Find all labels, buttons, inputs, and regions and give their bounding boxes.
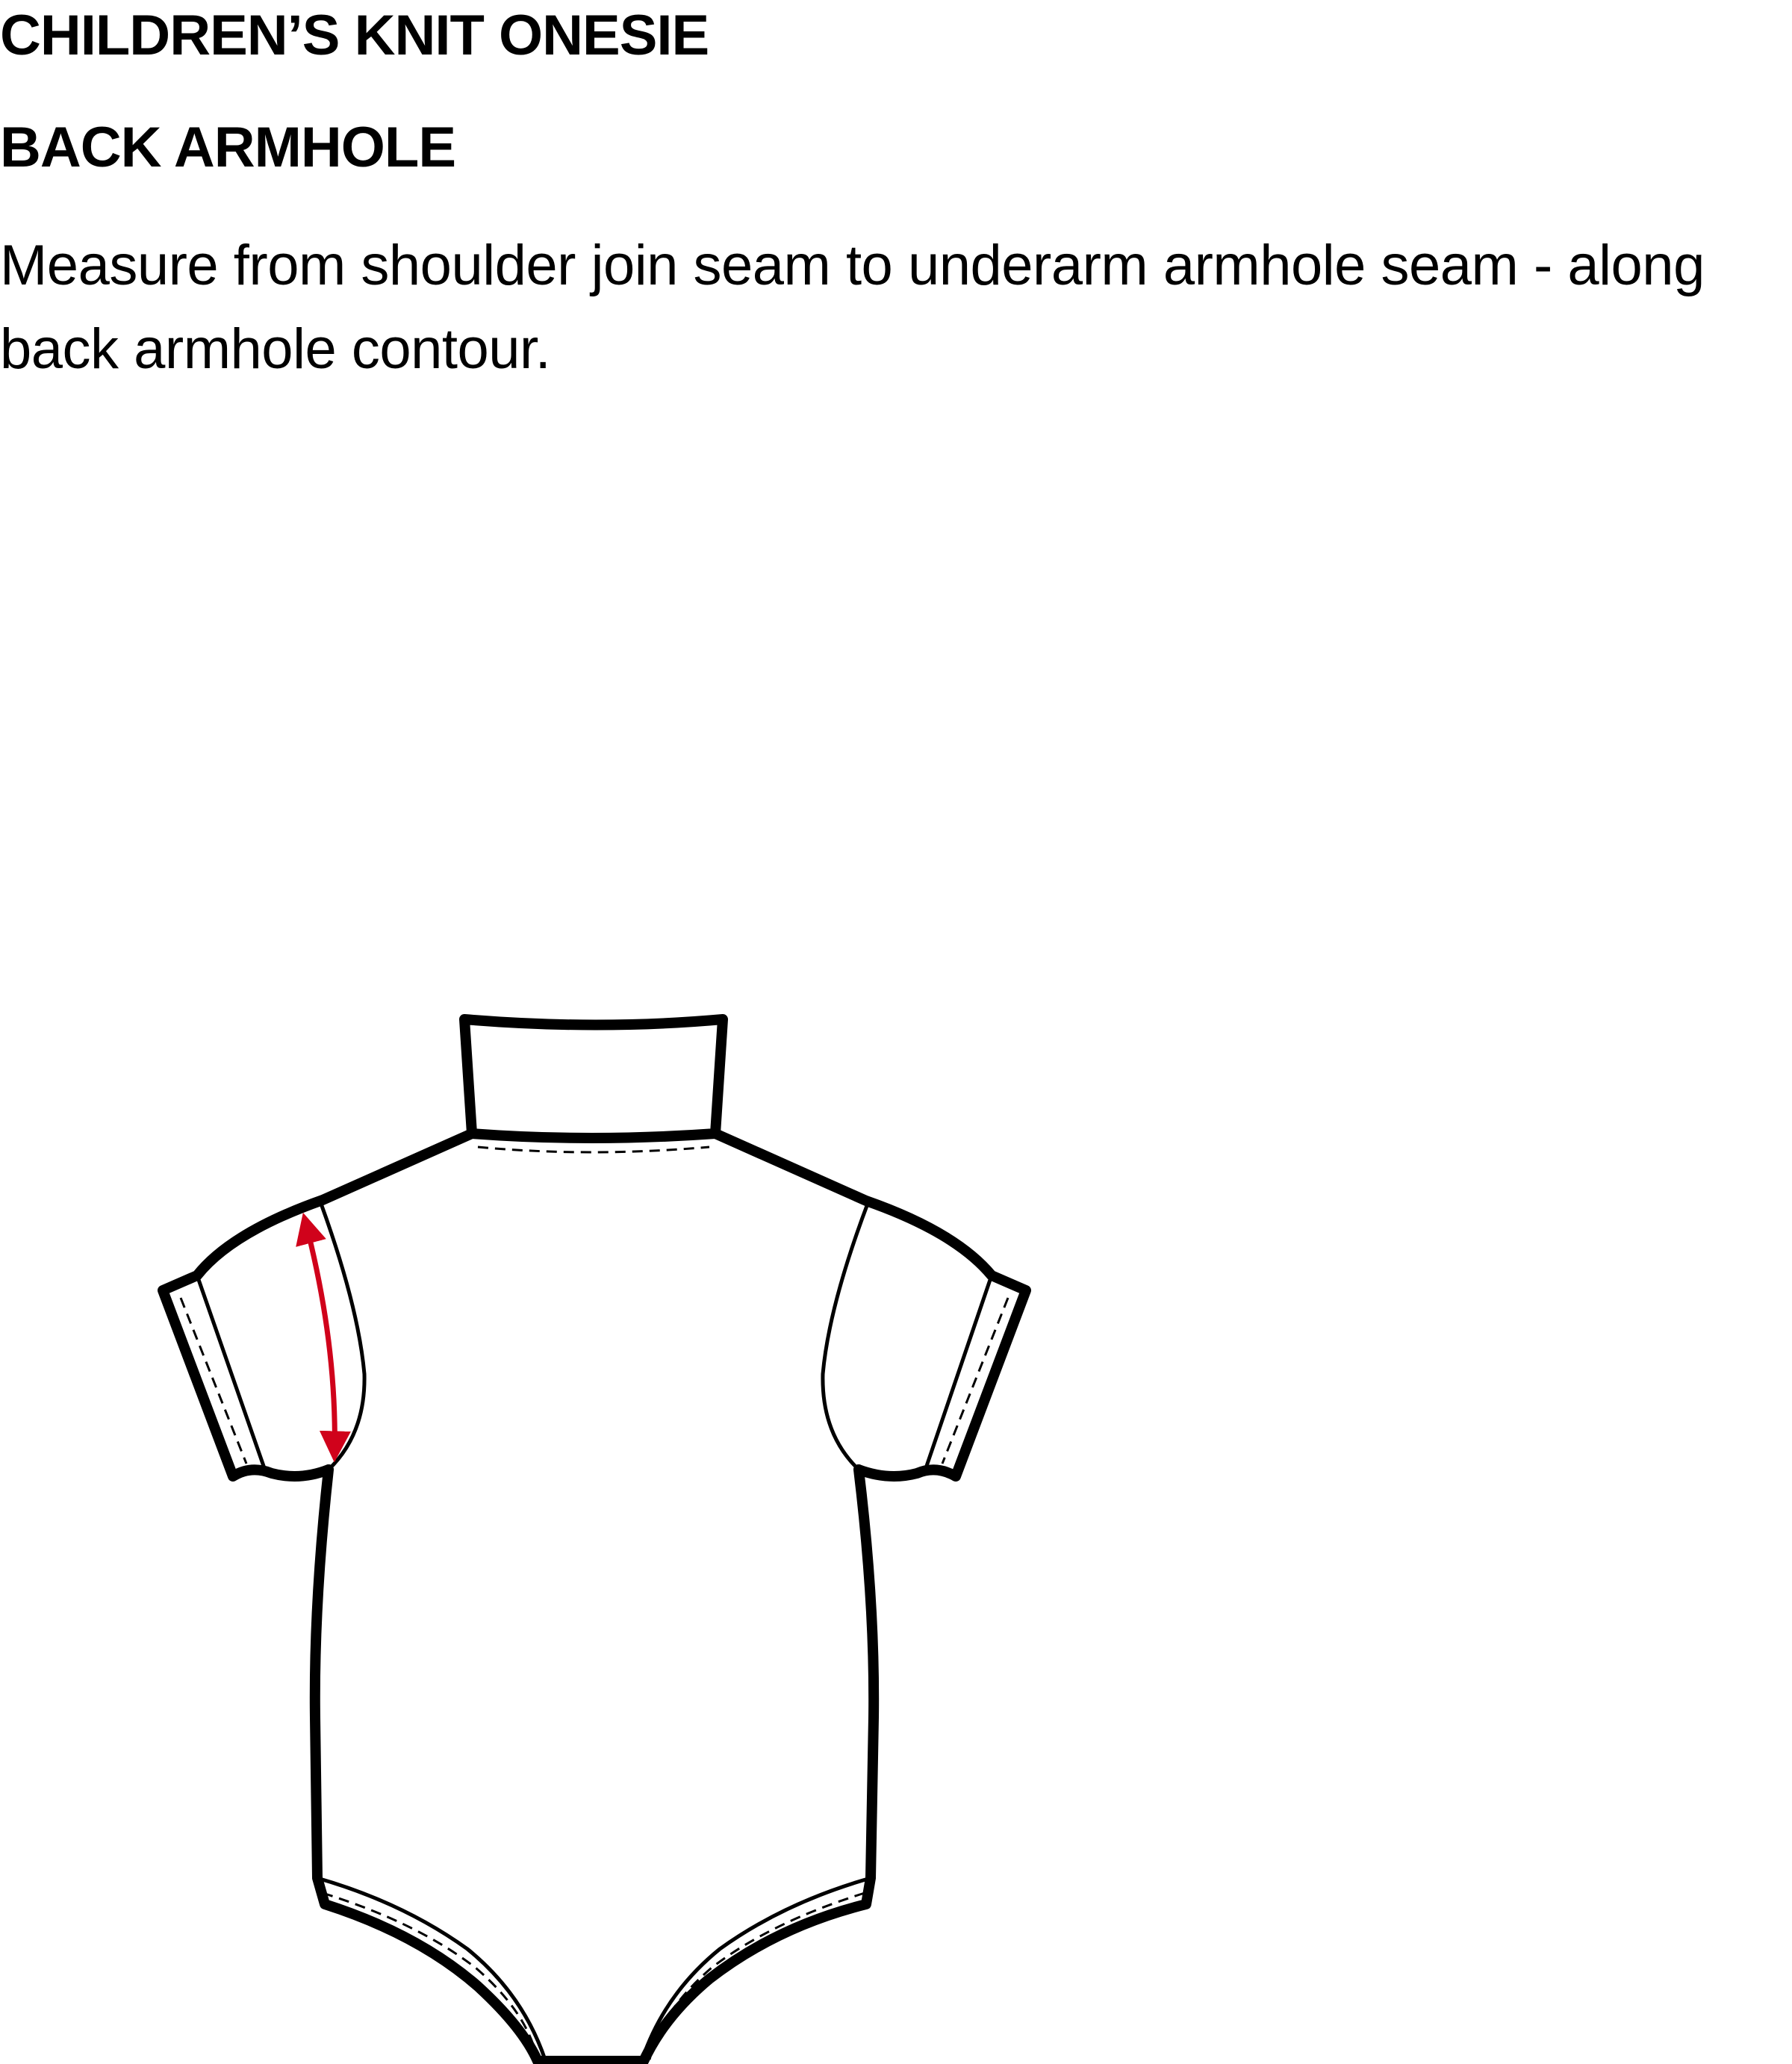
left-sleeve xyxy=(158,1128,477,1482)
right-sleeve xyxy=(710,1128,1031,1482)
measurement-instructions: Measure from shoulder join seam to under… xyxy=(0,234,1705,381)
onesie-body xyxy=(309,1464,880,2064)
measurement-name: BACK ARMHOLE xyxy=(0,116,456,179)
collar xyxy=(459,1014,728,1154)
back-armhole-measurement-arrow xyxy=(296,1212,351,1463)
page-title: CHILDREN’S KNIT ONESIE xyxy=(0,4,709,67)
